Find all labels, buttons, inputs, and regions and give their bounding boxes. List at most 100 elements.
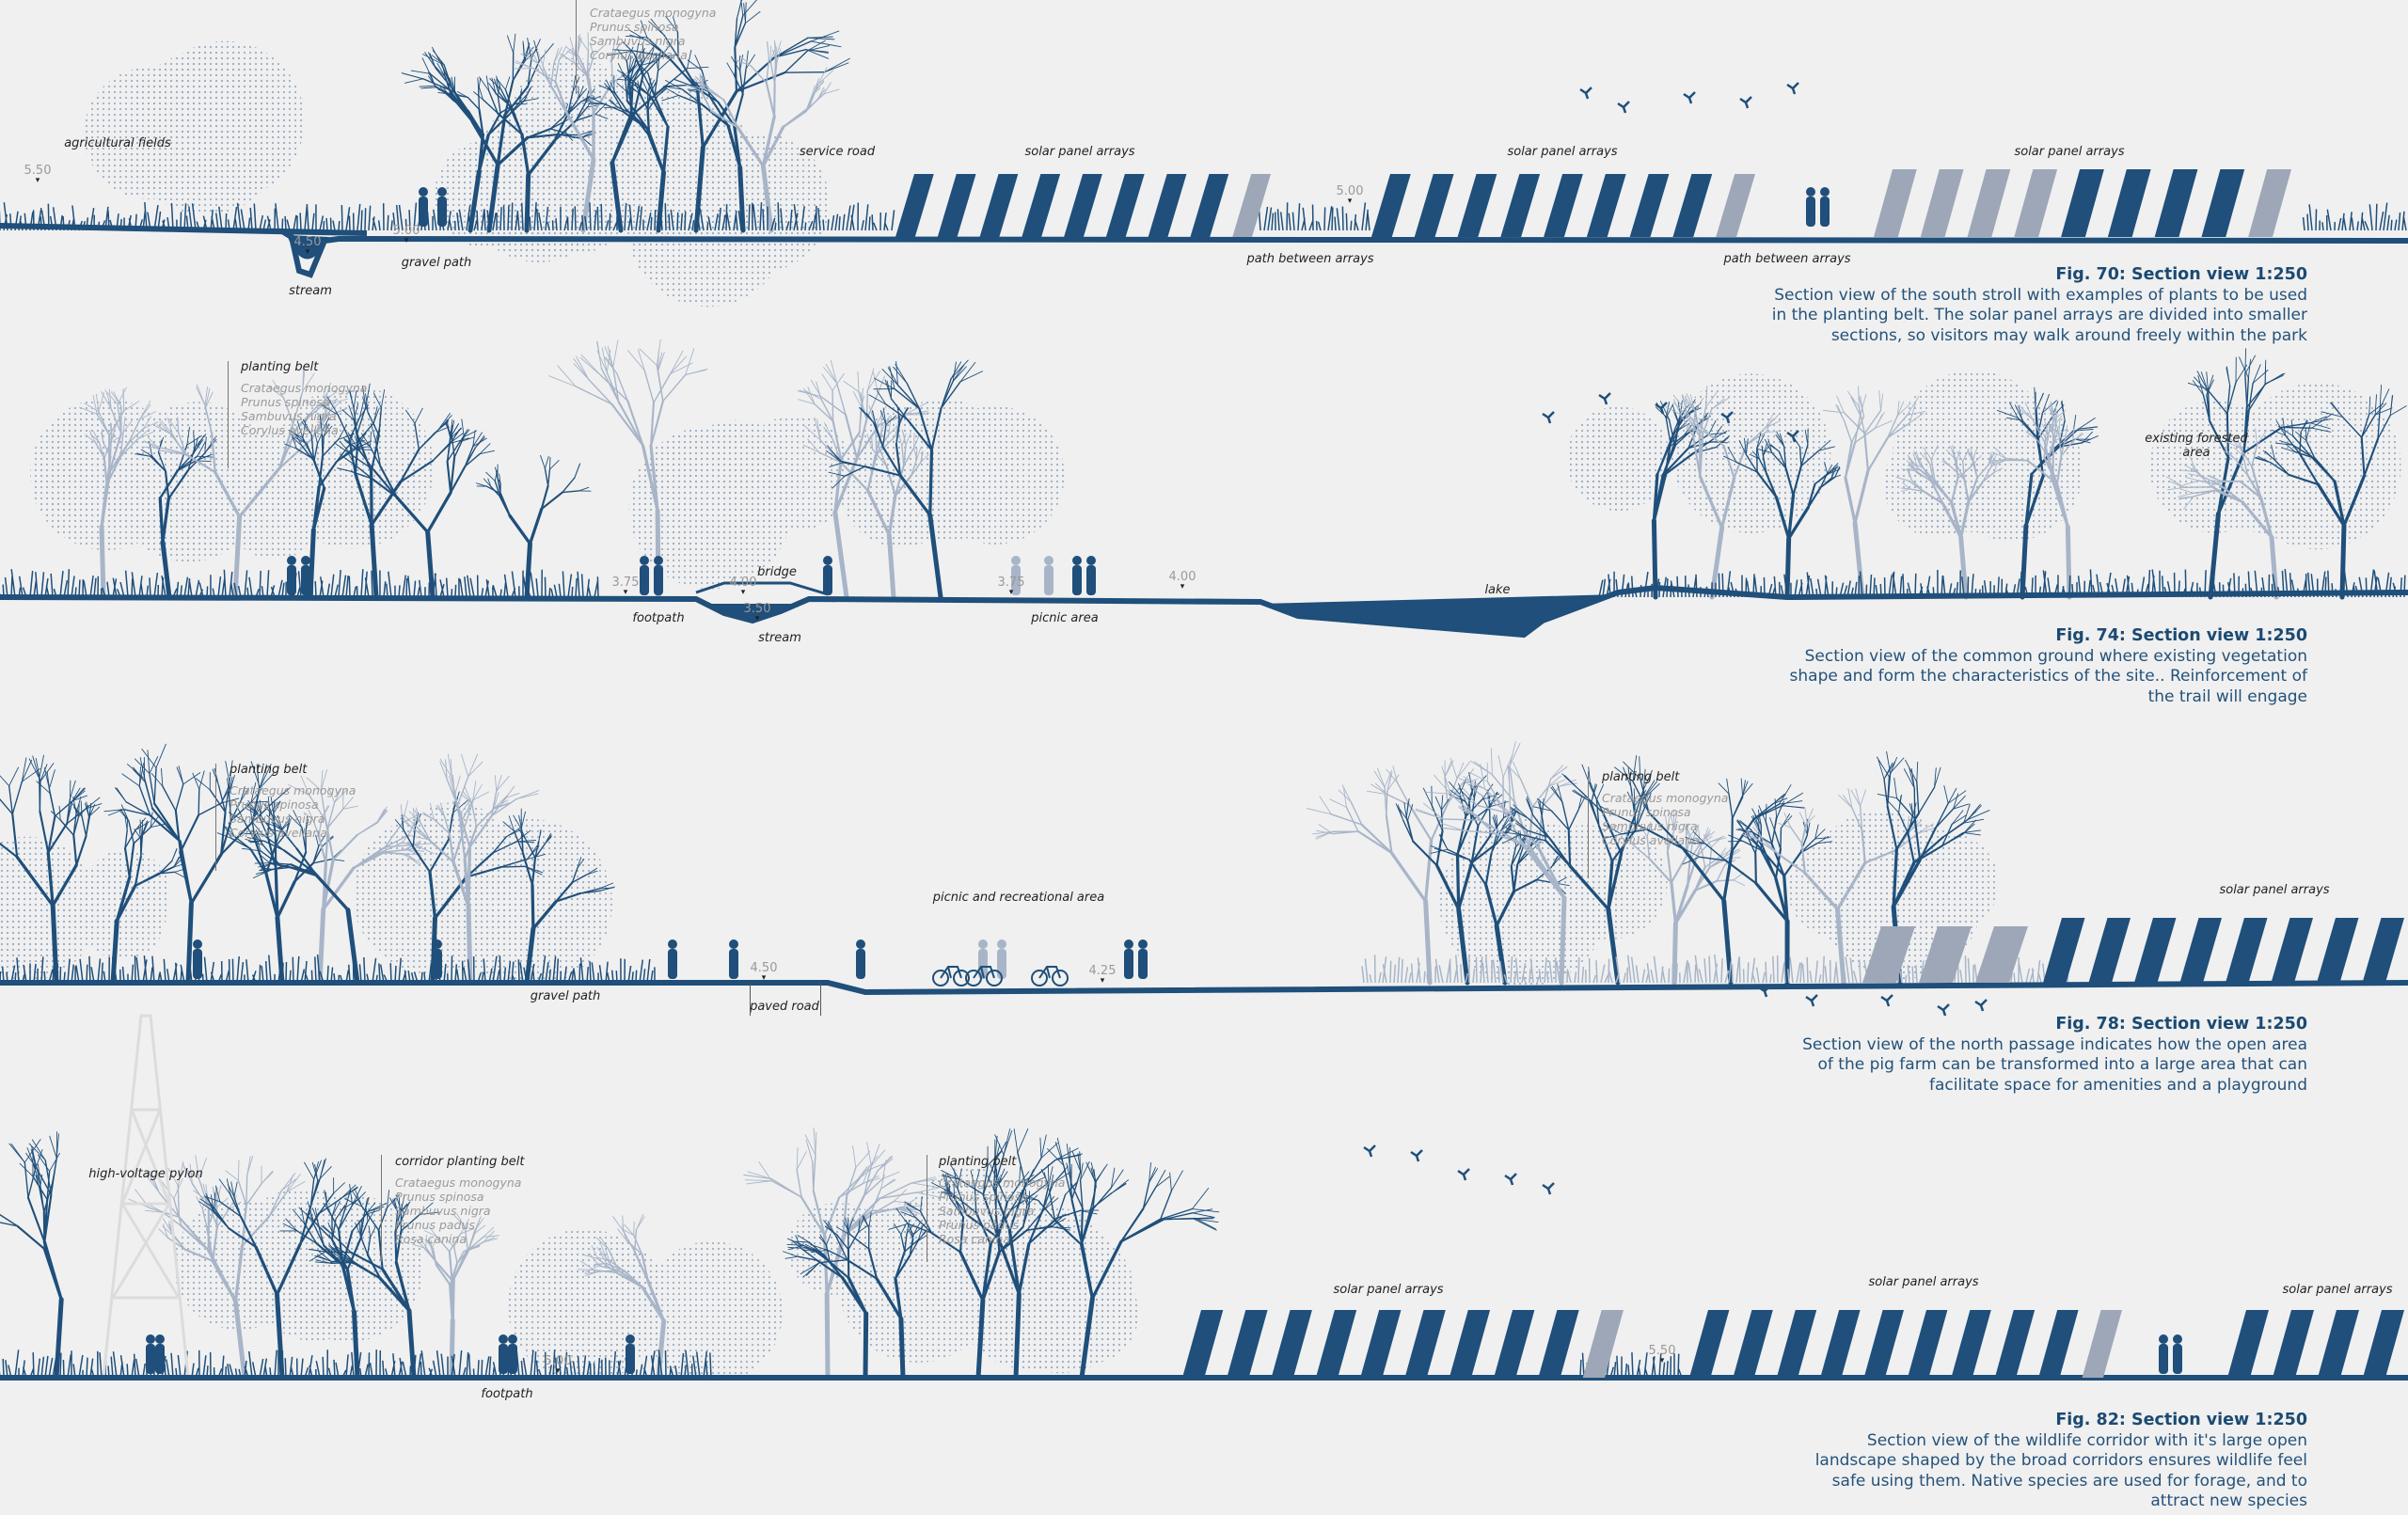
tree-branch — [773, 57, 777, 86]
tree-branch — [596, 1257, 618, 1274]
tree-branch — [1070, 1183, 1084, 1209]
tree-branch — [147, 1171, 160, 1193]
tree-branch — [216, 1208, 230, 1228]
tree-branch — [1742, 840, 1762, 851]
tree-branch — [299, 1212, 321, 1246]
tree-branch — [639, 348, 657, 367]
tree-branch — [673, 16, 678, 33]
tree-branch — [1982, 466, 1992, 483]
tree-branch — [198, 1201, 214, 1212]
tree-branch — [452, 833, 464, 863]
tree-branch — [1814, 829, 1826, 840]
tree-branch — [703, 74, 708, 88]
tree-canopy — [1700, 402, 1809, 511]
tree-branch — [318, 455, 325, 488]
tree-branch — [1695, 841, 1712, 858]
tree-branch — [71, 803, 83, 817]
tree-branch — [486, 162, 500, 233]
tree-branch — [1080, 1207, 1092, 1244]
tree-branch — [85, 434, 97, 444]
tree-branch — [356, 822, 378, 836]
tree-branch — [2341, 416, 2363, 438]
tree-branch — [199, 1198, 215, 1209]
tree-branch — [366, 1208, 369, 1222]
tree-branch — [135, 453, 151, 457]
tree-branch — [353, 419, 359, 443]
tree-branch — [492, 841, 517, 854]
tree-branch — [1456, 815, 1467, 856]
tree-branch — [195, 1155, 199, 1179]
tree-branch — [333, 442, 353, 456]
tree-branch — [1757, 809, 1762, 826]
tree-branch — [1550, 810, 1570, 831]
tree-branch — [1149, 1161, 1151, 1184]
species-item: Corylus avellana — [590, 48, 688, 62]
tree-branch — [477, 133, 490, 173]
tree-branch — [1142, 1181, 1150, 1209]
tree-branch — [1912, 844, 1943, 864]
tree-branch — [2060, 437, 2067, 457]
tree-branch — [270, 797, 275, 814]
tree-branch — [1434, 863, 1461, 911]
tree-branch — [1685, 836, 1706, 844]
tree-branch — [1893, 777, 1898, 799]
tree-branch — [95, 442, 105, 460]
solar-panel — [979, 174, 1019, 237]
tree-branch — [663, 86, 683, 90]
tree-branch — [1953, 793, 1959, 810]
tree-branch — [450, 465, 467, 494]
tree-branch — [564, 132, 575, 139]
tree-branch — [333, 1182, 345, 1194]
tree-branch — [615, 1271, 644, 1288]
tree-branch — [459, 822, 467, 861]
tree-branch — [295, 434, 303, 447]
tree-branch — [553, 113, 569, 143]
tree-branch — [1947, 787, 1957, 804]
solar-panel — [2271, 918, 2313, 983]
tree-branch — [952, 364, 965, 382]
tree-branch — [2015, 404, 2023, 421]
tree-branch — [2311, 427, 2332, 433]
solar-panel — [2082, 1310, 2122, 1378]
tree-branch — [685, 84, 702, 92]
tree-branch — [1053, 1172, 1070, 1184]
tree-branch — [342, 805, 358, 810]
tree-canopy — [1565, 406, 1671, 512]
tree-branch — [1508, 765, 1511, 787]
tree-branch — [466, 904, 473, 986]
person-head — [1086, 556, 1096, 565]
tree-branch — [449, 1232, 462, 1253]
label-footpath: footpath — [632, 611, 685, 625]
tree-branch — [344, 1189, 351, 1208]
tree-branch — [1667, 828, 1675, 853]
tree-branch — [1922, 490, 1944, 505]
tree-branch — [670, 355, 687, 375]
tree-branch — [335, 448, 357, 463]
tree-branch — [325, 392, 328, 415]
tree-branch — [127, 427, 145, 444]
tree-branch — [1774, 496, 1791, 541]
tree-branch — [443, 91, 453, 101]
tree-branch — [479, 76, 490, 92]
tree-branch — [309, 1178, 315, 1207]
tree-branch — [1560, 782, 1577, 787]
tree-branch — [1511, 845, 1517, 867]
tree-branch — [1590, 785, 1604, 813]
tree-branch — [685, 370, 706, 376]
tree-branch — [628, 79, 630, 95]
tree-branch — [2240, 447, 2253, 467]
tree-branch — [540, 455, 546, 469]
tree-branch — [166, 1237, 186, 1251]
tree-branch — [2361, 414, 2376, 438]
tree-branch — [894, 1250, 906, 1280]
tree-branch — [192, 772, 200, 790]
tree-branch — [493, 792, 499, 810]
tree-branch — [1953, 803, 1970, 810]
tree-branch — [866, 454, 877, 492]
tree-branch — [807, 387, 816, 405]
tree-branch — [415, 1239, 425, 1249]
tree-branch — [906, 418, 933, 451]
tree-branch — [800, 1262, 820, 1275]
tree-branch — [1692, 438, 1715, 454]
tree-branch — [1737, 828, 1753, 833]
